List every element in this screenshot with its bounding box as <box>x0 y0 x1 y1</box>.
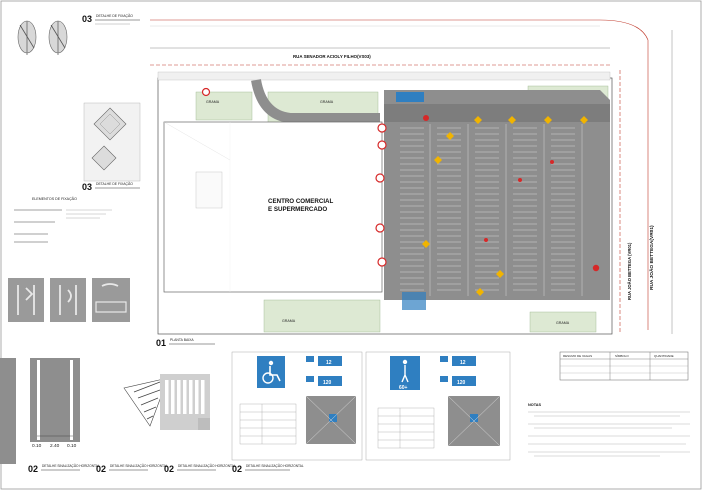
accessible-sign-panel: 12 120 <box>231 351 363 461</box>
svg-text:0.10: 0.10 <box>67 443 77 449</box>
svg-text:RESUMO DE VAGAS: RESUMO DE VAGAS <box>563 354 592 358</box>
svg-text:02: 02 <box>232 464 242 474</box>
svg-text:02: 02 <box>96 464 106 474</box>
svg-text:DETALHE SINALIZAÇÃO HORIZONTAL: DETALHE SINALIZAÇÃO HORIZONTAL <box>178 463 236 468</box>
svg-text:0.10: 0.10 <box>32 443 42 449</box>
svg-text:RUA JOÃO BETTEGA (VR01): RUA JOÃO BETTEGA (VR01) <box>627 242 632 300</box>
svg-text:02: 02 <box>164 464 174 474</box>
traffic-signs <box>201 87 600 296</box>
detail-title-03-top: 03 DETALHE DE FIXAÇÃO <box>82 13 140 25</box>
notes-block: NOTAS <box>528 403 690 457</box>
lane-width-detail: 0.10 2.40 0.10 <box>30 358 80 449</box>
svg-text:02: 02 <box>28 464 38 474</box>
parking-lot <box>384 90 610 310</box>
svg-text:ELEMENTOS DE FIXAÇÃO: ELEMENTOS DE FIXAÇÃO <box>32 196 77 201</box>
svg-text:GRAMA: GRAMA <box>206 100 220 104</box>
wedge-hatch-detail <box>123 377 169 427</box>
pavement-marking-tiles <box>8 278 130 322</box>
svg-text:120: 120 <box>457 380 466 386</box>
elderly-sign-panel: 60+ 12 120 <box>365 351 511 461</box>
svg-text:GRAMA: GRAMA <box>556 321 570 325</box>
parking-summary-table: RESUMO DE VAGAS SÍMBOLO QUANTIDADE <box>559 351 689 381</box>
svg-text:GRAMA: GRAMA <box>320 100 334 104</box>
svg-text:DETALHE DE FIXAÇÃO: DETALHE DE FIXAÇÃO <box>96 13 133 18</box>
svg-text:SÍMBOLO: SÍMBOLO <box>615 354 629 358</box>
detail-diamond-signs <box>83 102 141 182</box>
svg-text:DETALHE SINALIZAÇÃO HORIZONTAL: DETALHE SINALIZAÇÃO HORIZONTAL <box>42 463 100 468</box>
detail-title-02-c: 02 DETALHE SINALIZAÇÃO HORIZONTAL <box>164 463 236 474</box>
detail-title-01: 01 PLANTA BAIXA <box>156 338 215 348</box>
svg-text:12: 12 <box>326 360 332 366</box>
detail-title-02-a: 02 DETALHE SINALIZAÇÃO HORIZONTAL <box>28 463 100 474</box>
svg-text:2.40: 2.40 <box>50 443 60 449</box>
svg-text:E SUPERMERCADO: E SUPERMERCADO <box>268 206 327 213</box>
svg-text:CENTRO COMERCIAL: CENTRO COMERCIAL <box>268 198 334 205</box>
detail-signs-round <box>17 20 68 55</box>
svg-text:03: 03 <box>82 14 92 24</box>
svg-text:RUA JOÃO BETTEGA(VR01): RUA JOÃO BETTEGA(VR01) <box>648 225 655 290</box>
svg-text:01: 01 <box>156 338 166 348</box>
crosswalk-detail <box>160 374 210 430</box>
svg-text:120: 120 <box>323 380 332 386</box>
detail-title-03-mid: 03 DETALHE DE FIXAÇÃO <box>82 181 140 192</box>
svg-text:60+: 60+ <box>399 385 408 391</box>
svg-text:DETALHE SINALIZAÇÃO HORIZONTAL: DETALHE SINALIZAÇÃO HORIZONTAL <box>246 463 304 468</box>
street-name-top: RUA SENADOR ACIOLY FILHO(VS03) <box>293 54 371 59</box>
svg-text:12: 12 <box>460 360 466 366</box>
svg-text:PLANTA BAIXA: PLANTA BAIXA <box>170 338 194 342</box>
svg-text:GRAMA: GRAMA <box>282 319 296 323</box>
top-road-lines <box>150 19 649 330</box>
fixing-elements-detail: ELEMENTOS DE FIXAÇÃO <box>14 196 112 243</box>
detail-title-02-b: 02 DETALHE SINALIZAÇÃO HORIZONTAL <box>96 463 168 474</box>
wheelchair-sign <box>257 356 285 388</box>
right-street: RUA JOÃO BETTEGA (VR01) RUA JOÃO BETTEGA… <box>619 30 673 334</box>
svg-text:DETALHE DE FIXAÇÃO: DETALHE DE FIXAÇÃO <box>96 181 133 186</box>
svg-text:QUANTIDADE: QUANTIDADE <box>654 354 674 358</box>
building-footprint: CENTRO COMERCIAL E SUPERMERCADO <box>163 121 383 293</box>
detail-title-02-d: 02 DETALHE SINALIZAÇÃO HORIZONTAL <box>232 463 304 474</box>
svg-text:NOTAS: NOTAS <box>528 403 541 407</box>
svg-text:03: 03 <box>82 182 92 192</box>
svg-text:DETALHE SINALIZAÇÃO HORIZONTAL: DETALHE SINALIZAÇÃO HORIZONTAL <box>110 463 168 468</box>
entry-driveway <box>251 78 380 123</box>
